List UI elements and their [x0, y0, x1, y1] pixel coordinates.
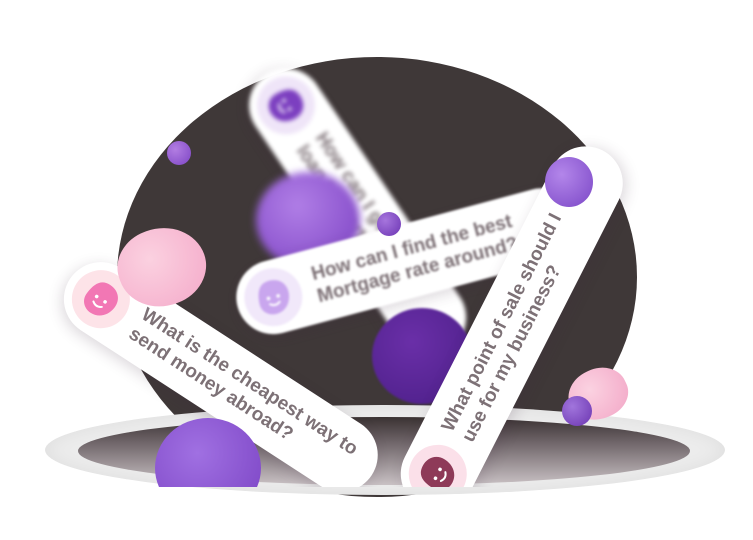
question-card-mortgage: How can I find the best Mortgage rate ar…: [228, 179, 588, 343]
question-card-pos: What point of sale should I use for my b…: [388, 133, 636, 487]
purple-blob-right: [545, 157, 593, 207]
maroon-face-icon: [398, 434, 477, 487]
clip-region: How can I get a loan to start my How can…: [49, 54, 636, 487]
purple-face-icon: [245, 65, 327, 146]
purple-dot-small: [167, 141, 191, 165]
lilac-face-icon: [237, 261, 309, 333]
purple-dot-right: [562, 396, 592, 426]
purple-dot-center: [377, 212, 401, 236]
pink-face-icon: [60, 259, 141, 340]
question-card-loan: How can I get a loan to start my: [234, 54, 481, 369]
question-card-money: What is the cheapest way to send money a…: [49, 248, 392, 487]
